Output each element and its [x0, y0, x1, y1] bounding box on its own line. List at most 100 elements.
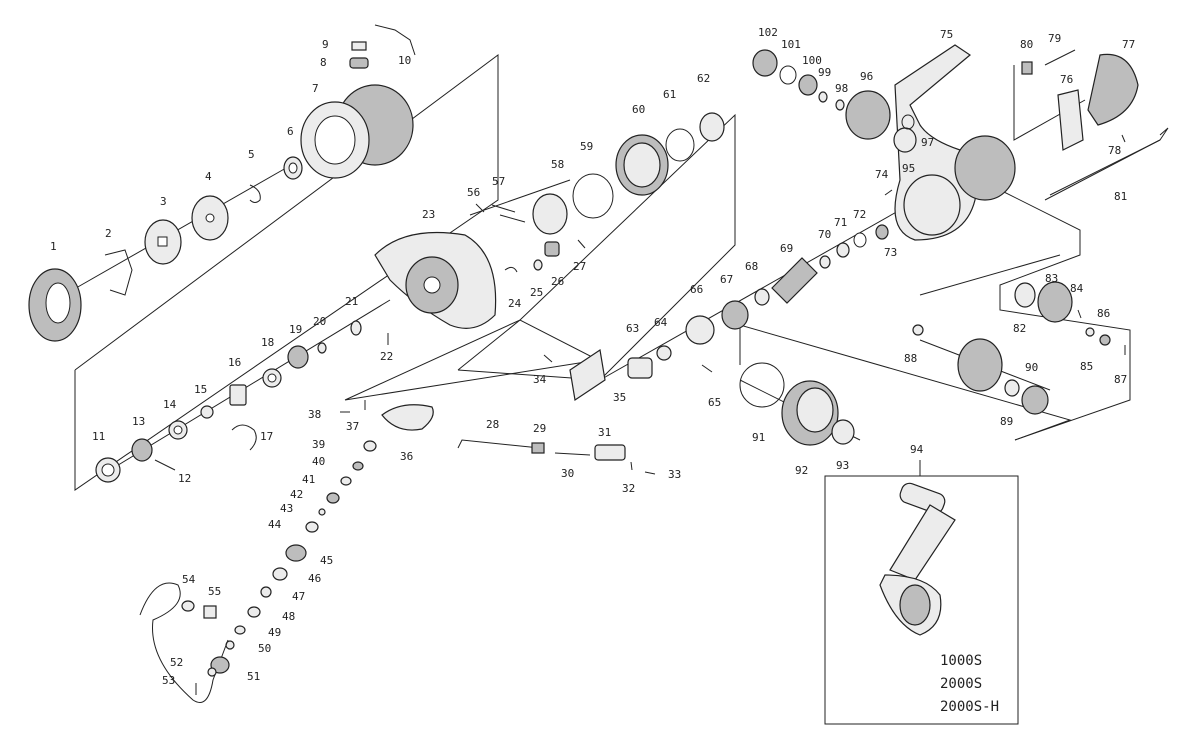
part-label: 66 [690, 283, 703, 296]
part-label: 96 [860, 70, 873, 83]
part-label: 45 [320, 554, 333, 567]
part-label: 93 [836, 459, 849, 472]
part-label: 51 [247, 670, 260, 683]
part-label: 40 [312, 455, 325, 468]
part-label: 47 [292, 590, 305, 603]
part-label: 59 [580, 140, 593, 153]
part-label: 91 [752, 431, 765, 444]
part-label: 55 [208, 585, 221, 598]
part-label: 63 [626, 322, 639, 335]
part-label: 53 [162, 674, 175, 687]
handle-inset [824, 460, 1019, 725]
part-label: 68 [745, 260, 758, 273]
part-label: 61 [663, 88, 676, 101]
part-label: 9 [322, 38, 329, 51]
model-label: 2000S [940, 676, 982, 692]
part-label: 10 [398, 54, 411, 67]
part-label: 25 [530, 286, 543, 299]
part-label: 62 [697, 72, 710, 85]
part-label: 12 [178, 472, 191, 485]
part-label: 50 [258, 642, 271, 655]
part-label: 13 [132, 415, 145, 428]
part-label: 4 [205, 170, 212, 183]
part-label: 48 [282, 610, 295, 623]
part-label: 83 [1045, 272, 1058, 285]
part-label: 64 [654, 316, 668, 329]
part-label: 57 [492, 175, 505, 188]
part-label: 1 [50, 240, 57, 253]
part-label: 77 [1122, 38, 1135, 51]
part-label: 74 [875, 168, 889, 181]
part-label: 84 [1070, 282, 1084, 295]
part-label: 101 [781, 38, 801, 51]
model-list: 1000S 2000S 2000S-H [940, 653, 999, 715]
part-label: 28 [486, 418, 499, 431]
part-label: 18 [261, 336, 274, 349]
part-label: 33 [668, 468, 681, 481]
part-labels: 1 2 3 4 5 6 7 8 9 10 11 12 13 14 15 16 1… [50, 26, 1135, 687]
part-label: 78 [1108, 144, 1121, 157]
part-label: 16 [228, 356, 241, 369]
part-label: 92 [795, 464, 808, 477]
part-label: 29 [533, 422, 546, 435]
part-label: 15 [194, 383, 207, 396]
part-label: 20 [313, 315, 326, 328]
part-label: 17 [260, 430, 273, 443]
model-label: 2000S-H [940, 699, 999, 715]
part-label: 7 [312, 82, 319, 95]
part-label: 39 [312, 438, 325, 451]
part-label: 71 [834, 216, 847, 229]
part-label: 32 [622, 482, 635, 495]
part-label: 46 [308, 572, 321, 585]
part-label: 58 [551, 158, 564, 171]
part-label: 31 [598, 426, 611, 439]
part-label: 54 [182, 573, 196, 586]
part-label: 97 [921, 136, 934, 149]
part-label: 90 [1025, 361, 1038, 374]
part-shapes [28, 24, 1169, 703]
part-label: 65 [708, 396, 721, 409]
part-label: 75 [940, 28, 953, 41]
part-label: 36 [400, 450, 413, 463]
part-label: 8 [320, 56, 327, 69]
part-label: 35 [613, 391, 626, 404]
part-label: 99 [818, 66, 831, 79]
part-label: 49 [268, 626, 281, 639]
part-label: 80 [1020, 38, 1033, 51]
part-label: 22 [380, 350, 393, 363]
part-label: 72 [853, 208, 866, 221]
group-lines [74, 54, 1161, 491]
part-label: 69 [780, 242, 793, 255]
part-label: 86 [1097, 307, 1110, 320]
part-label: 70 [818, 228, 831, 241]
model-label: 1000S [940, 653, 982, 669]
part-label: 19 [289, 323, 302, 336]
part-label: 79 [1048, 32, 1061, 45]
part-label: 24 [508, 297, 522, 310]
part-label: 43 [280, 502, 293, 515]
part-label: 21 [345, 295, 358, 308]
part-label: 27 [573, 260, 586, 273]
part-label: 98 [835, 82, 848, 95]
part-label: 30 [561, 467, 574, 480]
part-label: 95 [902, 162, 915, 175]
part-label: 44 [268, 518, 282, 531]
part-label: 73 [884, 246, 897, 259]
part-label: 23 [422, 208, 435, 221]
part-label: 94 [910, 443, 924, 456]
part-label: 102 [758, 26, 778, 39]
part-label: 88 [904, 352, 917, 365]
part-label: 11 [92, 430, 105, 443]
part-label: 87 [1114, 373, 1127, 386]
part-label: 60 [632, 103, 645, 116]
part-label: 38 [308, 408, 321, 421]
part-label: 85 [1080, 360, 1093, 373]
part-label: 81 [1114, 190, 1127, 203]
part-label: 56 [467, 186, 480, 199]
part-label: 52 [170, 656, 183, 669]
part-label: 76 [1060, 73, 1073, 86]
part-label: 3 [160, 195, 167, 208]
part-label: 26 [551, 275, 564, 288]
part-label: 100 [802, 54, 822, 67]
